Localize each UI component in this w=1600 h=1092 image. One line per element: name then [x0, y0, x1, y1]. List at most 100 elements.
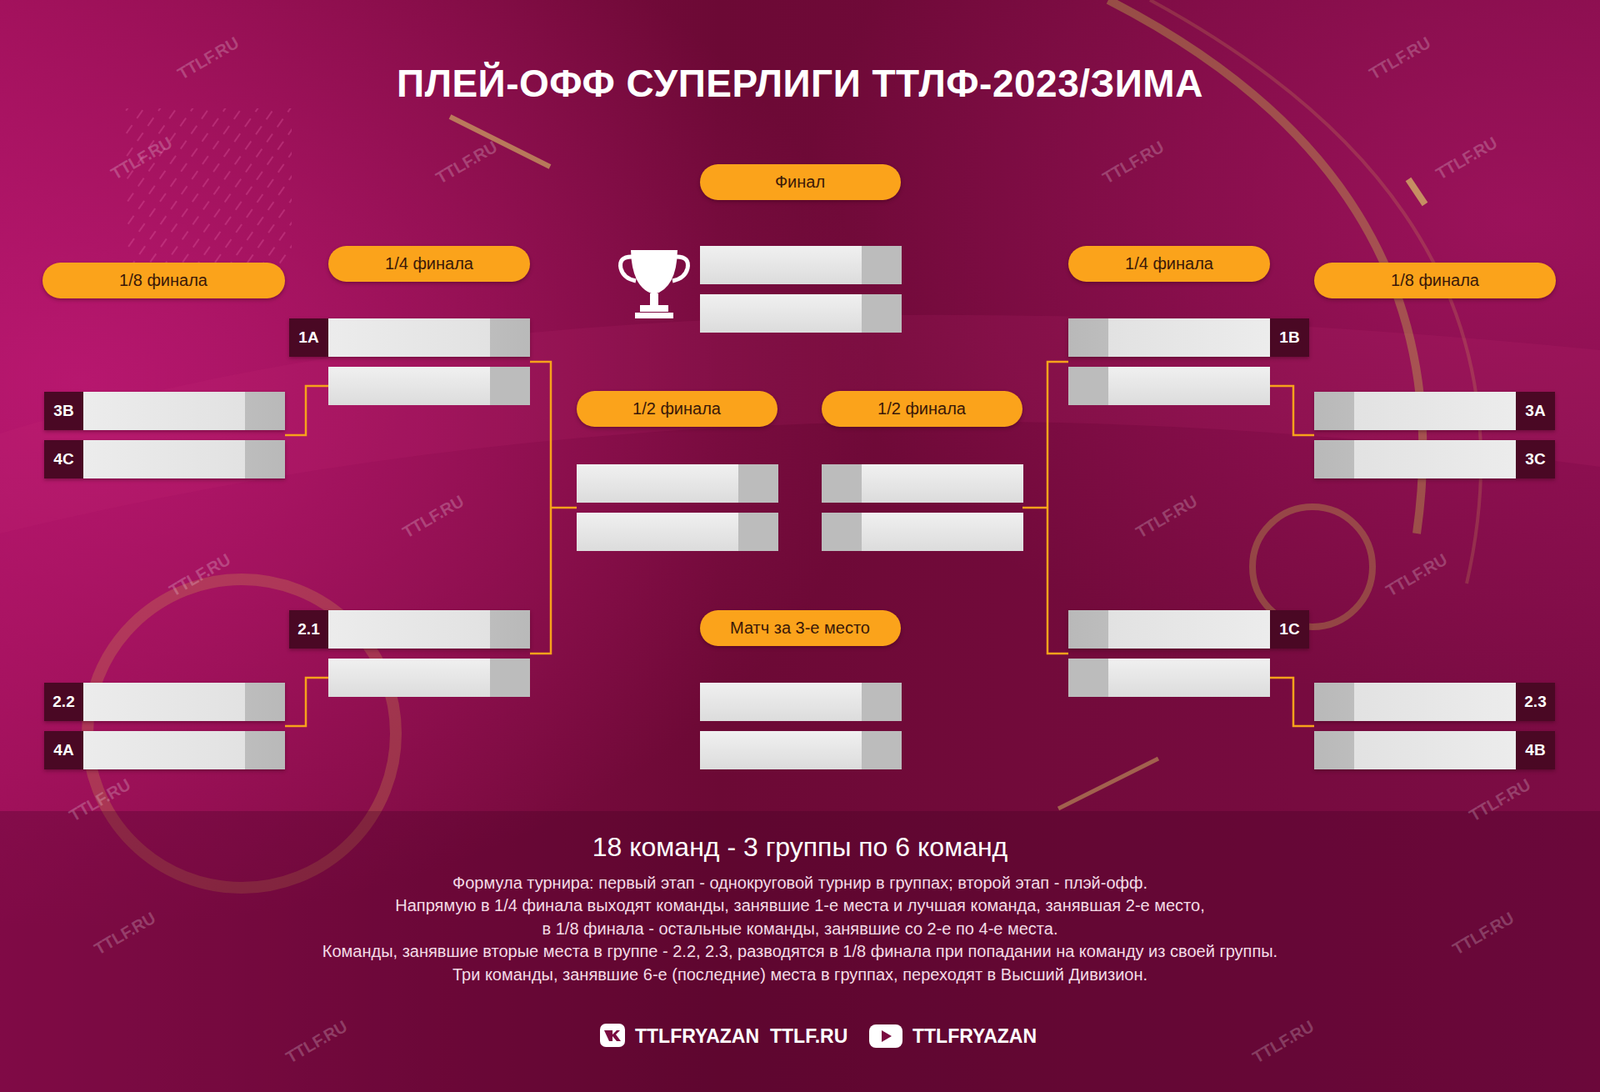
rule-line: Команды, занявшие вторые места в группе … — [322, 941, 1278, 961]
trophy-cup — [630, 250, 678, 295]
hatching — [125, 108, 292, 267]
seed-code: 1C — [1279, 620, 1300, 639]
empty-slot — [700, 682, 902, 721]
seed-tab: 1B — [1270, 318, 1310, 357]
streak — [1058, 758, 1159, 809]
empty-slot — [328, 658, 530, 697]
seed-tab: 3B — [44, 391, 84, 430]
stage-pill: 1/8 финала — [1314, 262, 1556, 299]
seed-code: 4C — [53, 450, 74, 469]
team-slot — [1314, 391, 1516, 430]
team-slot — [83, 391, 285, 430]
stage-name: Финал — [775, 172, 825, 192]
team-slot — [1068, 610, 1270, 649]
seed-tab: 2.2 — [44, 682, 84, 721]
team-slot — [328, 318, 530, 357]
seed-tab: 4C — [44, 440, 84, 479]
empty-slot — [700, 730, 902, 770]
trophy-handle — [672, 256, 688, 281]
trophy-stem — [650, 293, 659, 305]
empty-slot — [821, 512, 1024, 551]
trophy-plinth — [635, 312, 674, 319]
seed-code: 4A — [53, 740, 74, 760]
empty-slot — [328, 366, 530, 405]
seed-tab: 4A — [44, 730, 84, 770]
team-slot — [83, 730, 285, 770]
stage-name: 1/4 финала — [1125, 254, 1214, 274]
seed-slot: 3B — [44, 391, 285, 430]
vk-mark — [604, 1030, 621, 1041]
stage-pill: 1/4 финала — [328, 245, 530, 282]
rule-line: Три команды, занявшие 6-е (последние) ме… — [452, 965, 1148, 985]
empty-slot — [700, 294, 902, 333]
seed-slot: 1C — [1068, 610, 1310, 649]
empty-slot — [700, 245, 902, 285]
page-title: ПЛЕЙ-ОФФ СУПЕРЛИГИ ТТЛФ-2023/ЗИМА — [396, 60, 1204, 106]
seed-code: 2.2 — [52, 692, 75, 711]
bracket — [285, 385, 329, 435]
team-slot — [83, 440, 285, 479]
bracket — [1047, 361, 1069, 654]
seed-code: 3C — [1525, 450, 1545, 469]
rule-line: Напрямую в 1/4 финала выходят команды, з… — [395, 895, 1205, 915]
seed-tab: 1A — [289, 318, 329, 357]
rule-line: Формула турнира: первый этап - однокруго… — [452, 873, 1148, 893]
seed-slot: 1A — [289, 318, 530, 357]
seed-slot: 2.3 — [1314, 682, 1555, 721]
stage-name: Матч за 3-е место — [730, 618, 870, 638]
team-slot — [1314, 440, 1516, 479]
seed-code: 1B — [1279, 328, 1300, 347]
rule-line: в 1/8 финала - остальные команды, занявш… — [542, 919, 1059, 939]
team-slot — [1314, 682, 1516, 721]
empty-slot — [1068, 658, 1270, 697]
trophy-base — [640, 305, 669, 312]
streak — [1408, 179, 1425, 205]
seed-slot: 3C — [1314, 440, 1555, 479]
team-slot — [328, 610, 530, 649]
youtube-play — [881, 1030, 892, 1042]
youtube-badge — [869, 1024, 903, 1048]
seed-tab: 1C — [1270, 610, 1310, 649]
bracket — [285, 677, 329, 726]
team-slot — [83, 682, 285, 721]
stage-pill: 1/2 финала — [576, 390, 778, 427]
seed-slot: 2.2 — [44, 682, 285, 721]
team-slot — [1314, 730, 1516, 770]
seed-code: 2.3 — [1524, 692, 1546, 711]
empty-slots — [328, 245, 1270, 770]
ring — [1252, 506, 1373, 627]
stage-pill: Финал — [700, 164, 901, 200]
seed-code: 1A — [298, 328, 319, 347]
footer-band — [0, 810, 1600, 1092]
seed-code: 2.1 — [297, 620, 320, 639]
bracket — [530, 361, 551, 654]
seed-tab: 3C — [1515, 440, 1555, 479]
empty-slot — [821, 464, 1024, 503]
seed-tab: 2.1 — [289, 610, 329, 649]
bracket — [1270, 385, 1315, 435]
trophy-handle — [620, 256, 636, 281]
stage-name: 1/2 финала — [632, 399, 721, 419]
seed-slot: 1B — [1068, 318, 1310, 357]
stage-pill: Матч за 3-е место — [700, 610, 901, 646]
social-handle: TTLFRYAZAN — [912, 1025, 1037, 1048]
empty-slot — [1068, 366, 1270, 405]
stage-name: 1/4 финала — [385, 254, 474, 274]
bracket-lines — [285, 361, 1315, 726]
stage-pill: 1/4 финала — [1068, 245, 1270, 282]
seed-slot: 2.1 — [289, 610, 530, 649]
bracket — [1270, 677, 1315, 726]
seed-slot: 4C — [44, 440, 285, 479]
social-handle: TTLFRYAZAN — [635, 1025, 760, 1048]
seed-slot: 4B — [1314, 730, 1555, 770]
trophy-icon — [620, 250, 689, 319]
bracket — [1022, 506, 1048, 510]
seed-slot: 4A — [44, 730, 285, 770]
seed-tab: 2.3 — [1515, 682, 1555, 721]
team-slot — [1068, 318, 1270, 357]
bracket — [550, 506, 577, 510]
empty-slot — [576, 512, 779, 551]
